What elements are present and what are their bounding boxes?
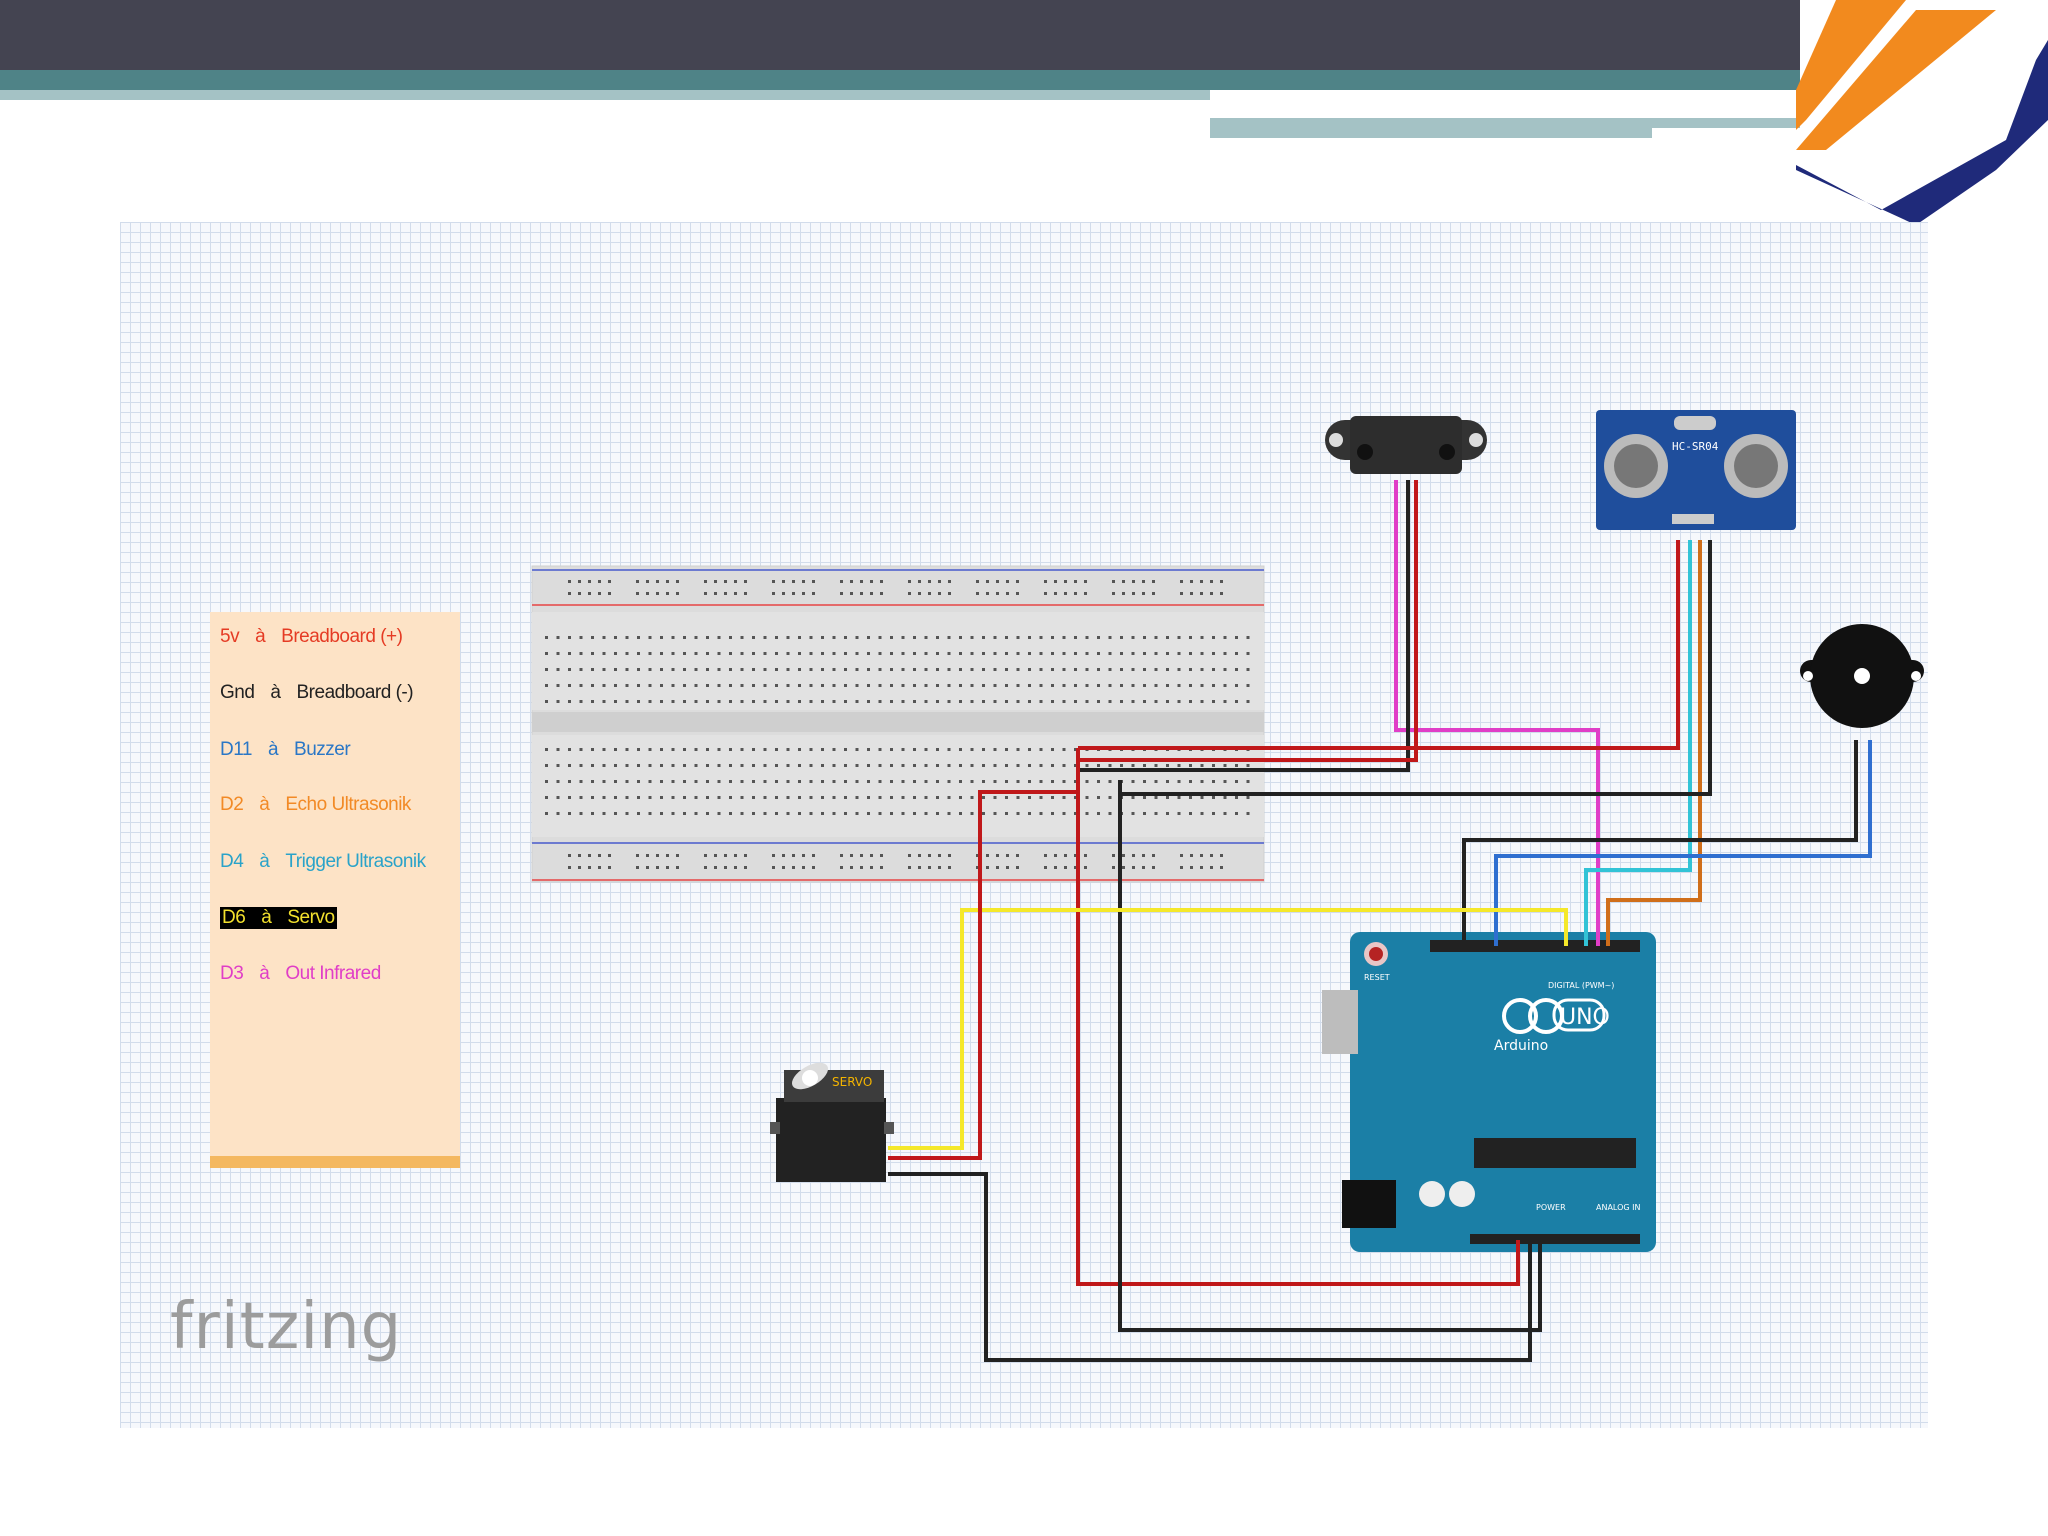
note-pin: D6 [222,907,246,928]
note-target: Trigger Ultrasonik [285,851,426,872]
note-target: Echo Ultrasonik [285,794,411,815]
arduino-reset-label: RESET [1364,973,1390,982]
note-arrow: à [267,739,279,760]
note-target: Breadboard (-) [296,682,414,703]
note-footer-bar [210,1156,460,1168]
note-pin: 5v [220,626,240,647]
ultrasonic-label: HC-SR04 [1672,440,1719,453]
note-pin: D3 [220,963,244,984]
note-arrow: à [261,907,272,928]
infrared-sensor [1325,416,1487,474]
note-target: Buzzer [294,739,351,760]
note-line-d4: D4 à Trigger Ultrasonik [220,851,426,873]
note-pin: D11 [220,739,252,760]
breadboard [531,565,1265,883]
header-stripe [0,70,1800,90]
note-arrow: à [255,626,266,647]
note-target: Out Infrared [285,963,381,984]
header-bar [0,0,1800,70]
buzzer [1800,624,1924,728]
ultrasonic-sensor: HC-SR04 [1596,410,1796,530]
note-line-d3: D3 à Out Infrared [220,963,381,985]
header-stripe-light [0,90,1210,100]
note-line-5v: 5v à Breadboard (+) [220,626,403,648]
note-line-d2: D2 à Echo Ultrasonik [220,794,411,816]
note-pin: D4 [220,851,244,872]
header-stripe-gap [1652,128,1802,138]
arduino-analog-label: ANALOG IN [1596,1203,1641,1212]
arduino-model: UNO [1560,1005,1610,1030]
note-arrow: à [259,794,270,815]
note-line-d6: D6 à Servo [220,907,337,929]
servo-motor: SERVO [770,1062,894,1182]
note-target: Breadboard (+) [281,626,403,647]
note-arrow: à [270,682,281,703]
arduino-uno: UNO Arduino RESET DIGITAL (PWM~) POWER A… [1322,932,1656,1252]
arduino-power-label: POWER [1536,1203,1566,1212]
brand-logo [1796,0,2048,225]
note-pin: Gnd [220,682,255,703]
note-target: Servo [287,907,335,928]
wires [888,480,1872,1362]
note-arrow: à [259,851,270,872]
note-pin: D2 [220,794,244,815]
servo-label: SERVO [832,1075,872,1089]
note-line-d11: D11 à Buzzer [220,739,351,761]
arduino-brand: Arduino [1494,1038,1548,1054]
fritzing-watermark: fritzing [170,1290,403,1364]
arduino-digital-label: DIGITAL (PWM~) [1548,981,1614,990]
note-arrow: à [259,963,270,984]
